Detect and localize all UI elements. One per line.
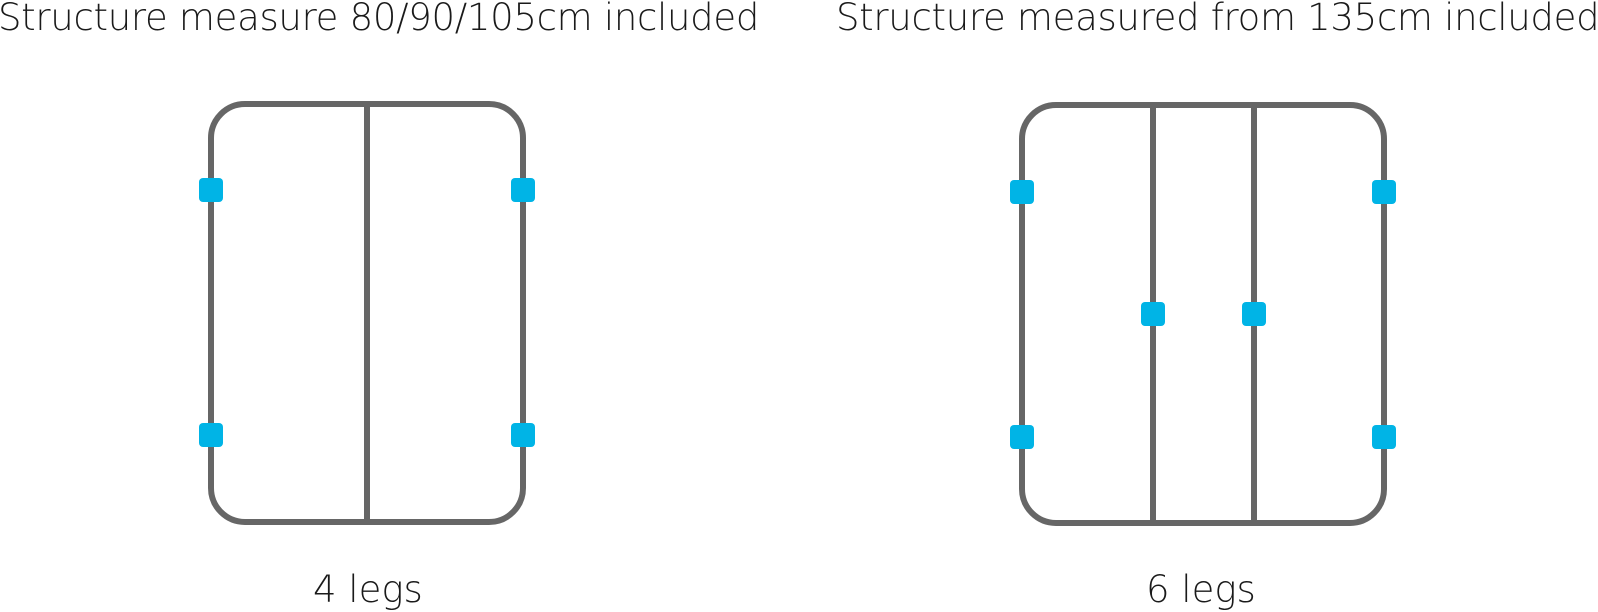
right-leg-bottom-left (1010, 425, 1034, 449)
right-leg-center-left (1141, 302, 1165, 326)
left-leg-top-right (511, 178, 535, 202)
right-structure-title: Structure measured from 135cm included (836, 0, 1598, 39)
left-leg-bottom-left (199, 423, 223, 447)
right-leg-bottom-right (1372, 425, 1396, 449)
right-leg-top-left (1010, 180, 1034, 204)
left-leg-top-left (199, 178, 223, 202)
left-leg-bottom-right (511, 423, 535, 447)
right-leg-center-right (1242, 302, 1266, 326)
right-leg-count-caption: 6 legs (1146, 568, 1256, 611)
left-leg-count-caption: 4 legs (313, 568, 423, 611)
left-structure-title: Structure measure 80/90/105cm included (0, 0, 760, 39)
right-bed-frame (1010, 102, 1396, 526)
right-leg-top-right (1372, 180, 1396, 204)
left-bed-frame (199, 101, 535, 525)
right-frame-outline (1019, 102, 1387, 526)
